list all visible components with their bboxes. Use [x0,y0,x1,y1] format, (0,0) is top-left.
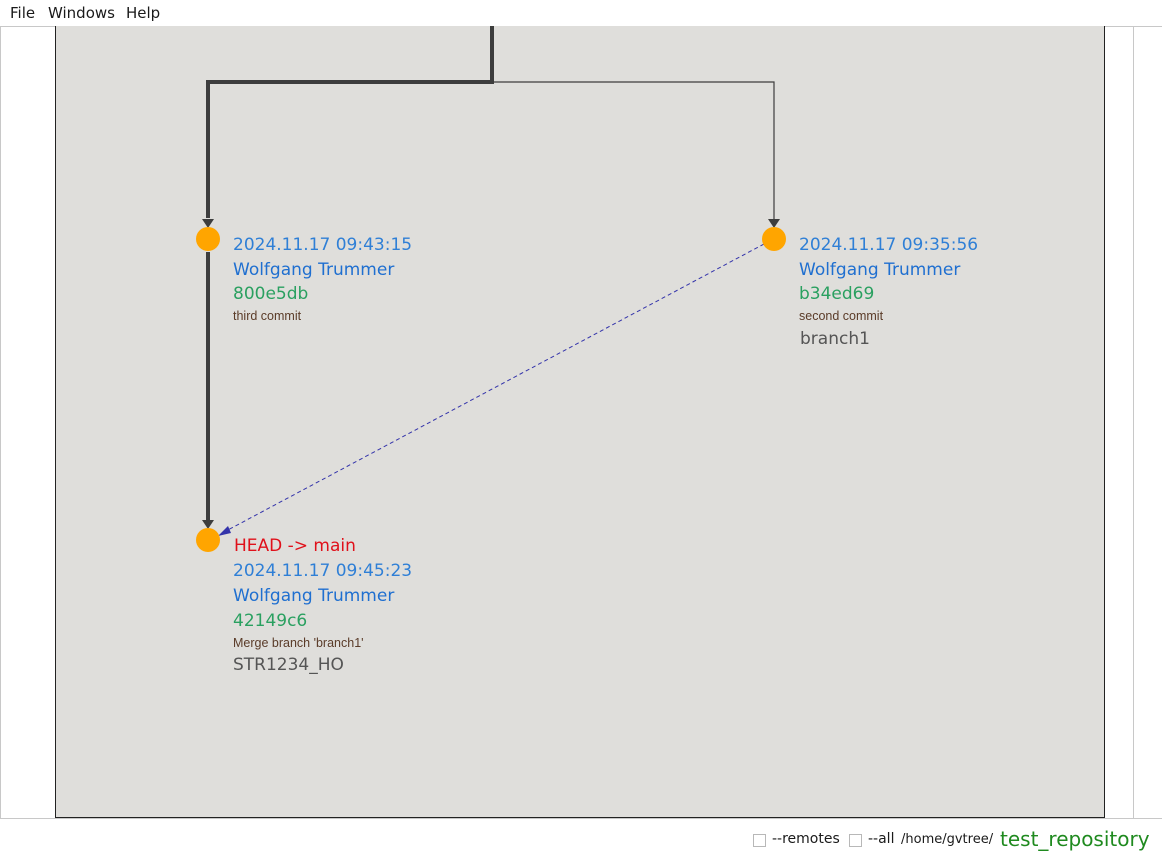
menu-help[interactable]: Help [126,4,161,22]
viewport-left-border [0,26,1,819]
graph-canvas[interactable] [55,26,1105,818]
commit-date: 2024.11.17 09:35:56 [799,235,979,255]
commit-message: third commit [233,309,302,323]
commit-hash: b34ed69 [799,284,875,304]
commit-author: Wolfgang Trummer [233,260,395,280]
commit-hash: 42149c6 [233,611,308,631]
tag-ref-label: STR1234_HO [233,655,344,675]
arrow-merge [202,520,214,529]
commit-date: 2024.11.17 09:45:23 [233,561,413,581]
commit-date: 2024.11.17 09:43:15 [233,235,413,255]
commit-hash: 800e5db [233,284,309,304]
all-checkbox[interactable] [849,834,862,847]
head-ref-label: HEAD -> main [234,536,356,556]
commit-message: Merge branch 'branch1' [233,636,364,650]
arrow-merge-dashed [218,526,231,536]
remotes-checkbox-label[interactable]: --remotes [772,831,840,847]
viewport-right-border [1133,26,1134,819]
edge-second-to-merge [225,243,765,532]
commit-node-third [196,227,220,251]
repository-name: test_repository [1000,827,1150,851]
commit-node-merge [196,528,220,552]
commit-author: Wolfgang Trummer [799,260,961,280]
remotes-checkbox[interactable] [753,834,766,847]
menu-file[interactable]: File [10,4,36,22]
branch-ref-label: branch1 [800,329,870,349]
arrow-second [768,219,780,228]
edge-root-to-second [492,81,775,219]
commit-node-second [762,227,786,251]
commit-message: second commit [799,309,884,323]
edge-root-to-third [206,26,494,218]
commit-author: Wolfgang Trummer [233,586,395,606]
menu-bar: File Windows Help [0,0,1162,26]
all-checkbox-label[interactable]: --all [868,831,895,847]
menu-windows[interactable]: Windows [48,4,115,22]
repository-path: /home/gvtree/ [901,832,994,847]
arrow-third [202,219,214,228]
